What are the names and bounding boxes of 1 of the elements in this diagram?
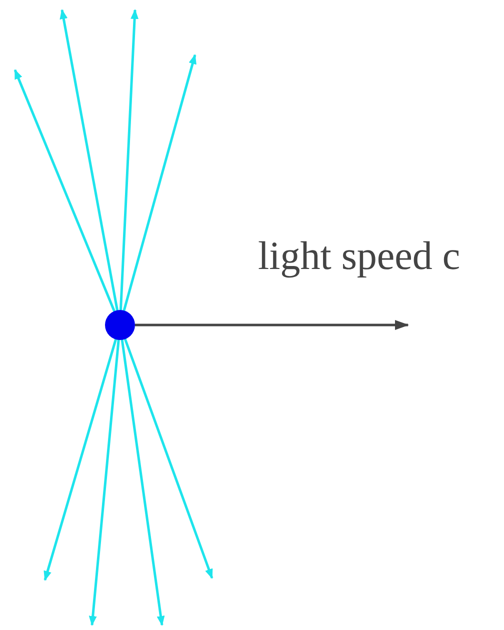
velocity-label: light speed c xyxy=(258,236,460,276)
